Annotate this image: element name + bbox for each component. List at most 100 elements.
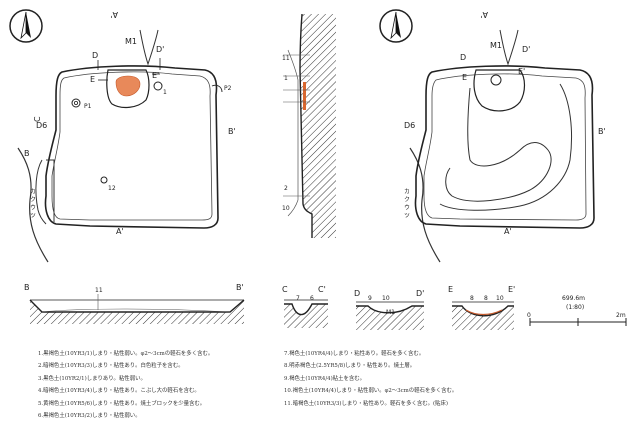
label-a-top-right: A' xyxy=(480,10,488,19)
burnt-soil-area xyxy=(115,75,141,97)
post-hole-p1-inner xyxy=(74,101,79,106)
section-a-label-10: 10 xyxy=(282,205,290,212)
section-e: E E' 8 8 10 xyxy=(448,285,515,330)
pit-right-outer xyxy=(414,65,595,229)
label-b-prime-right: B' xyxy=(598,127,606,136)
label-e-prime-right: E' xyxy=(518,67,525,76)
label-d: D xyxy=(92,51,98,60)
post-hole-p1 xyxy=(71,98,81,108)
legend-right: 7.褐色土(10YR4/4)しまり・粘性あり。軽石を多く含む。 8.明赤褐色土(… xyxy=(284,348,457,410)
section-a-ground xyxy=(300,14,336,238)
section-c-layer-6: 6 xyxy=(310,295,314,302)
section-e-label-left: E xyxy=(448,285,453,294)
scale-zero: 0 xyxy=(527,312,531,319)
section-b-label-right: B' xyxy=(236,283,244,292)
section-d-profile xyxy=(356,305,424,314)
legend-item: 2.暗褐色土(10YR3/3)しまり・粘性あり。白色粒子を含む。 xyxy=(38,363,184,370)
section-a: 11 1 2 10 xyxy=(282,13,336,238)
label-e: E xyxy=(90,75,95,84)
legend-item: 8.明赤褐色土(2.5YR5/8)しまり・粘性あり。焼土層。 xyxy=(284,363,416,370)
label-p1: P1 xyxy=(84,103,92,110)
label-vertical-right: カクウツ xyxy=(403,188,410,220)
section-c-layer-7: 7 xyxy=(296,295,300,302)
flue-m1 xyxy=(139,29,159,66)
section-d-label-left: D xyxy=(354,289,360,298)
section-d: D D' 9 10 M1 xyxy=(354,289,424,330)
pit-p2 xyxy=(211,84,223,93)
section-b: B B' 11 xyxy=(24,283,245,324)
hearth-right-pit xyxy=(490,74,502,86)
label-p2: P2 xyxy=(224,85,232,92)
north-arrow-right-icon xyxy=(379,9,413,43)
label-d-prime: D' xyxy=(156,45,164,54)
legend-item: 11.暗褐色土(10YR3/3)しまり・粘性あり。軽石を多く含む。(貼床) xyxy=(284,400,449,407)
plan-right: D6 M1 B' D D' E E' A' A' カクウツ xyxy=(379,9,606,263)
section-d-ground xyxy=(356,306,424,330)
label-m1: M1 xyxy=(125,37,137,46)
section-d-layer-9: 9 xyxy=(368,295,372,302)
section-e-label-right: E' xyxy=(508,285,515,294)
section-d-layer-10: 10 xyxy=(382,295,390,302)
legend-item: 5.黄褐色土(10YR5/6)しまり・粘性あり。焼土ブロックを少量含む。 xyxy=(38,400,206,407)
contour-outer xyxy=(445,87,552,202)
label-m1-right: M1 xyxy=(490,41,502,50)
pit-1 xyxy=(153,81,163,91)
section-a-label-1: 1 xyxy=(284,75,288,82)
label-e-right: E xyxy=(462,73,467,82)
label-a-bottom-right: A' xyxy=(504,227,512,236)
section-c-label-right: C' xyxy=(318,285,326,294)
section-b-profile xyxy=(29,299,245,313)
label-d6: D6 xyxy=(36,121,47,130)
label-vertical: カクウツ xyxy=(29,188,36,220)
hearth-right xyxy=(473,69,526,112)
label-c: C xyxy=(33,116,42,122)
slope-line-right xyxy=(409,147,441,263)
section-e-layer-8b: 8 xyxy=(484,295,488,302)
section-a-burnt-band xyxy=(303,82,306,110)
label-e-prime: E' xyxy=(152,71,159,80)
pit-right-inner xyxy=(423,73,587,221)
label-pit-1: 1 xyxy=(163,89,167,96)
label-b-prime: B' xyxy=(228,127,236,136)
legend-item: 7.褐色土(10YR4/4)しまり・粘性あり。軽石を多く含む。 xyxy=(284,351,425,357)
section-b-label-left: B xyxy=(24,283,30,292)
section-d-m1: M1 xyxy=(386,309,395,316)
section-c-ground xyxy=(284,304,328,328)
label-a-bottom: A' xyxy=(116,227,124,236)
section-a-label-2: 2 xyxy=(284,185,288,192)
section-d-label-right: D' xyxy=(416,289,424,298)
legend-item: 4.暗褐色土(10YR3/4)しまり・粘性あり。こぶし大の軽石を含む。 xyxy=(38,388,200,395)
scale-bar: 699.6m (1:80) 0 2m xyxy=(527,295,627,326)
pit-12 xyxy=(100,176,108,184)
section-a-label-11: 11 xyxy=(282,55,290,62)
legend-item: 9.褐色土(10YR4/4)粘土を含む。 xyxy=(284,375,366,382)
legend-item: 6.黒褐色土(10YR3/2)しまり・粘性弱い。 xyxy=(38,412,141,419)
section-e-burnt-layer xyxy=(465,309,503,316)
section-b-layer: 11 xyxy=(95,287,103,294)
legend-item: 3.黒色土(10YR2/1)しまりあり。粘性弱い。 xyxy=(38,375,146,382)
scale-elevation: 699.6m xyxy=(562,295,585,302)
section-c: C C' 7 6 xyxy=(282,285,328,328)
label-b: B xyxy=(24,149,30,158)
section-c-profile xyxy=(284,303,328,316)
legend-item: 10.褐色土(10YR4/4)しまり・粘性弱い。φ2～3cmの軽石を多く含む。 xyxy=(284,388,458,395)
section-b-layer-line xyxy=(41,308,231,313)
section-a-profile xyxy=(299,13,313,238)
scale-max: 2m xyxy=(616,312,626,319)
label-d-prime-right: D' xyxy=(522,45,530,54)
pit-outline-outer xyxy=(44,65,219,229)
label-d-right: D xyxy=(460,53,466,62)
label-a-top: A' xyxy=(110,10,118,19)
section-a-floor xyxy=(287,49,299,217)
contour-inner xyxy=(439,83,573,211)
plan-left: D6 M1 P1 P2 12 1 B B' C D D' E E' A' A' … xyxy=(9,9,236,263)
scale-ratio: (1:80) xyxy=(566,304,584,311)
section-c-label-left: C xyxy=(282,285,288,294)
flue-m1-right xyxy=(499,29,519,66)
legend-left: 1.黒褐色土(10YR3/1)しまり・粘性弱い。φ2～3cmの軽石を多く含む。 … xyxy=(38,348,213,422)
section-e-layer-10: 10 xyxy=(496,295,504,302)
section-e-profile xyxy=(452,305,514,317)
slope-line xyxy=(17,147,49,263)
label-12: 12 xyxy=(108,185,116,192)
